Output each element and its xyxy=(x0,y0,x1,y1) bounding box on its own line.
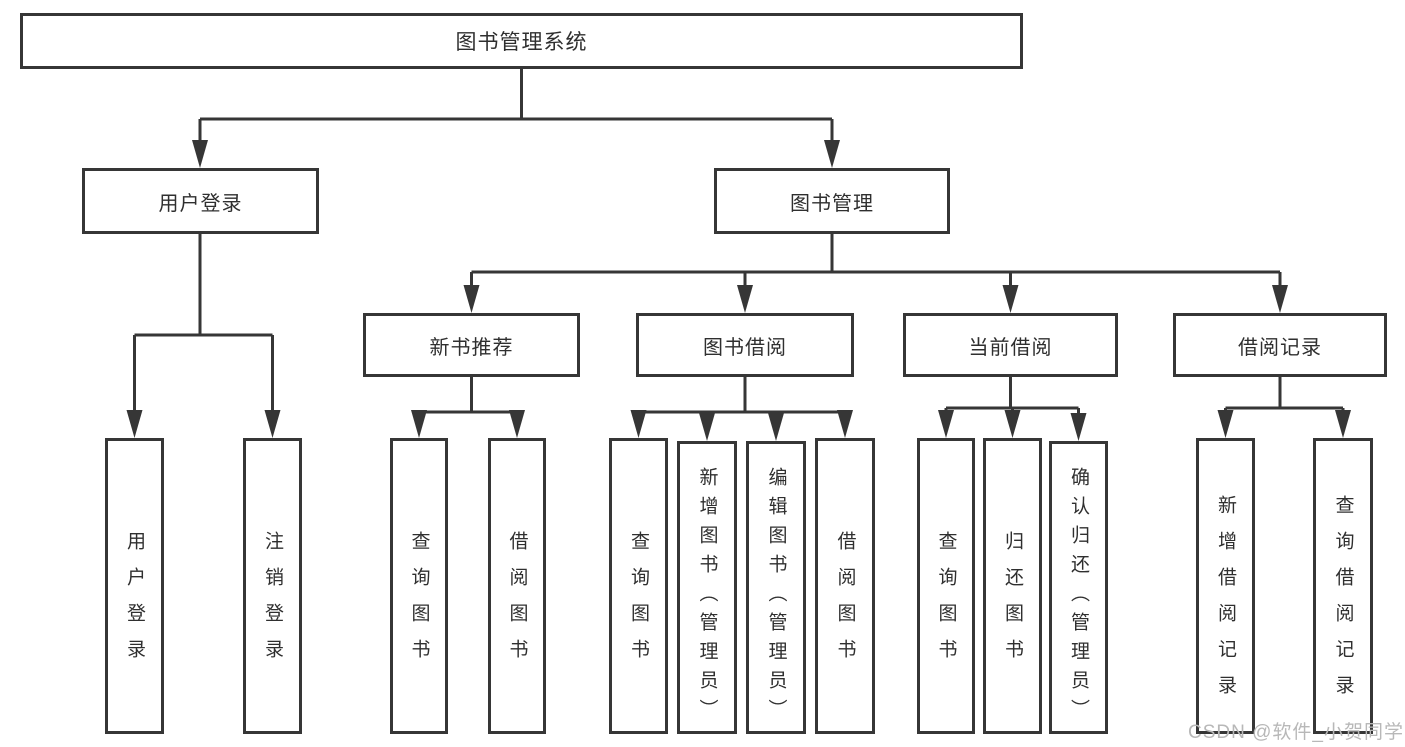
node-user-login: 用户登录 xyxy=(82,168,319,234)
watermark: CSDN @软件_小贺同学 xyxy=(1188,722,1404,743)
leaf-label: 查询图书 xyxy=(935,531,957,675)
leaf-nbr-query-books: 查询图书 xyxy=(390,438,448,734)
leaf-bb-edit-book-admin: 编辑图书（管理员） xyxy=(746,441,806,734)
leaf-label: 确认归还（管理员） xyxy=(1068,467,1089,728)
leaf-label: 新增借阅记录 xyxy=(1215,495,1236,711)
leaf-label: 借阅图书 xyxy=(834,531,856,675)
leaf-label: 用户登录 xyxy=(124,531,145,675)
node-library-management-system: 图书管理系统 xyxy=(20,13,1023,69)
leaf-nbr-borrow-books: 借阅图书 xyxy=(488,438,546,734)
leaf-label: 查询图书 xyxy=(408,531,430,675)
leaf-label: 查询借阅记录 xyxy=(1332,495,1354,711)
leaf-bb-borrow-books: 借阅图书 xyxy=(815,438,875,734)
leaf-label: 归还图书 xyxy=(1002,531,1023,675)
node-book-management: 图书管理 xyxy=(714,168,950,234)
leaf-label: 编辑图书（管理员） xyxy=(765,467,787,728)
leaf-bb-query-books: 查询图书 xyxy=(609,438,668,734)
leaf-br-query-borrow-record: 查询借阅记录 xyxy=(1313,438,1373,734)
leaf-user-login: 用户登录 xyxy=(105,438,164,734)
node-borrowing-records: 借阅记录 xyxy=(1173,313,1387,377)
leaf-cb-return-books: 归还图书 xyxy=(983,438,1042,734)
node-book-borrowing: 图书借阅 xyxy=(636,313,854,377)
leaf-cb-query-books: 查询图书 xyxy=(917,438,975,734)
leaf-label: 注销登录 xyxy=(262,531,283,675)
leaf-br-add-borrow-record: 新增借阅记录 xyxy=(1196,438,1255,734)
leaf-label: 新增图书（管理员） xyxy=(696,467,718,728)
leaf-label: 查询图书 xyxy=(628,531,649,675)
leaf-cb-confirm-return-admin: 确认归还（管理员） xyxy=(1049,441,1108,734)
leaf-bb-add-book-admin: 新增图书（管理员） xyxy=(677,441,737,734)
leaf-logout: 注销登录 xyxy=(243,438,302,734)
node-current-borrowing: 当前借阅 xyxy=(903,313,1118,377)
node-new-book-recommendation: 新书推荐 xyxy=(363,313,580,377)
leaf-label: 借阅图书 xyxy=(506,531,528,675)
